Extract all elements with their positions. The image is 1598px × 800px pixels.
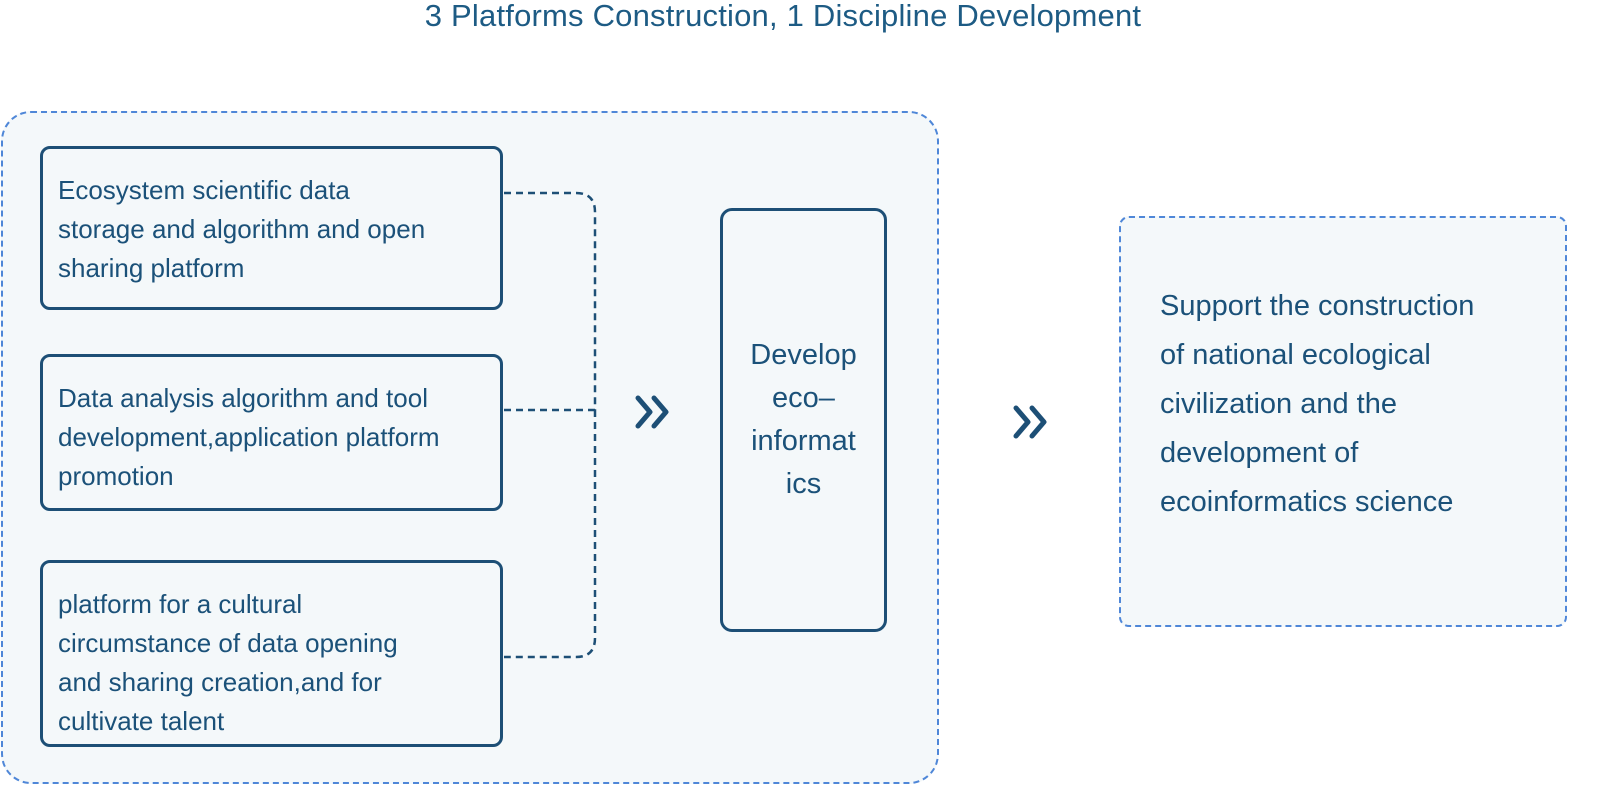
develop-text-line: ics bbox=[785, 468, 822, 500]
platform-box-data-storage: Ecosystem scientific data storage and al… bbox=[40, 146, 503, 310]
develop-text-line: informat bbox=[751, 425, 856, 457]
platform-text-line: Data analysis algorithm and tool bbox=[58, 383, 428, 413]
platform-text-line: promotion bbox=[58, 461, 174, 491]
double-chevron-right-icon bbox=[1013, 405, 1047, 439]
platform-text-line: platform for a cultural bbox=[58, 589, 303, 619]
goal-text-line: civilization and the bbox=[1160, 388, 1397, 420]
goal-text-line: development of bbox=[1160, 437, 1359, 469]
diagram-title: 3 Platforms Construction, 1 Discipline D… bbox=[424, 0, 1142, 33]
platform-text-line: storage and algorithm and open bbox=[58, 214, 426, 244]
goal-text-line: Support the construction bbox=[1160, 290, 1475, 322]
develop-ecoinformatics-box: Develop eco– informat ics bbox=[720, 208, 887, 632]
develop-text-line: Develop bbox=[750, 339, 857, 371]
goal-text-line: ecoinformatics science bbox=[1160, 486, 1454, 518]
platform-text-line: and sharing creation,and for bbox=[58, 667, 382, 697]
platform-box-data-analysis: Data analysis algorithm and tool develop… bbox=[40, 354, 503, 511]
platform-text-line: sharing platform bbox=[58, 253, 245, 283]
double-chevron-right-icon bbox=[635, 395, 669, 429]
platform-text-line: Ecosystem scientific data bbox=[58, 175, 350, 205]
platform-text-line: circumstance of data opening bbox=[58, 628, 398, 658]
goal-box: Support the construction of national eco… bbox=[1119, 216, 1567, 627]
platform-text-line: development,application platform bbox=[58, 422, 440, 452]
platform-text-line: cultivate talent bbox=[58, 706, 225, 736]
platform-box-culture-talent: platform for a cultural circumstance of … bbox=[40, 560, 503, 747]
develop-text-line: eco– bbox=[772, 382, 835, 414]
goal-text-line: of national ecological bbox=[1160, 339, 1431, 371]
